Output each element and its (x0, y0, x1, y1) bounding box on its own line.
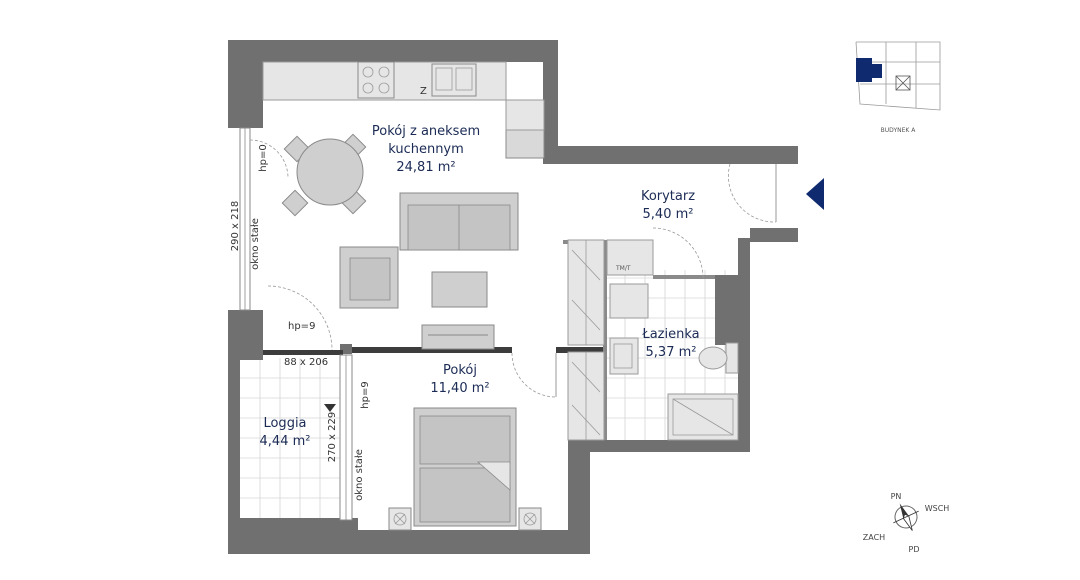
bed (413, 407, 517, 527)
bathroom-cabinet (609, 283, 649, 319)
window-living-left (239, 127, 251, 311)
window-left-type: okno stałe (250, 218, 261, 270)
room-living-name-line1: Pokój z aneksem (372, 124, 480, 139)
room-loggia-name: Loggia (263, 416, 306, 431)
stair-core-icon (895, 75, 911, 91)
sofa (399, 192, 519, 251)
window-bedroom-hp: hp=9 (360, 381, 371, 408)
entrance-door (728, 163, 777, 223)
loggia-floor-tiles (240, 358, 340, 518)
washbasin-icon (609, 337, 639, 375)
compass-south: PD (909, 545, 920, 554)
room-living-name-line2: kuchennym (388, 142, 464, 157)
coffee-table (431, 271, 488, 308)
armchair (339, 246, 399, 309)
apartment-location-highlight (856, 58, 872, 82)
left-window-swing (249, 139, 289, 179)
room-corridor-name: Korytarz (641, 189, 695, 204)
walls (228, 40, 798, 554)
svg-text:TM/T: TM/T (615, 265, 631, 272)
bedroom-door (511, 352, 557, 398)
cooktop-icon (357, 61, 395, 99)
room-loggia-area: 4,44 m² (260, 434, 311, 449)
dining-table (281, 133, 367, 217)
window-bedroom-size: 270 x 229 (327, 412, 338, 462)
key-plan-building-label: BUDYNEK A (881, 127, 917, 134)
room-bedroom-area: 11,40 m² (430, 381, 489, 396)
key-plan: BUDYNEK A (855, 41, 941, 134)
compass-rose-icon (893, 503, 919, 531)
toilet-icon (698, 342, 739, 374)
kitchen-counter: Z (262, 61, 545, 131)
loggia-door-hp: hp=9 (288, 321, 315, 332)
triangle-entrance-icon (806, 178, 824, 210)
nightstand-right-icon (518, 507, 542, 531)
wardrobe-bedroom (567, 351, 605, 441)
fridge-mark: Z (420, 86, 427, 97)
bathroom-door (652, 227, 704, 279)
window-left-size: 290 x 218 (230, 201, 241, 251)
sink-icon (431, 63, 477, 97)
loggia-door (267, 285, 333, 351)
washing-machine-area: TM/T (606, 239, 654, 276)
room-bathroom-name: Łazienka (641, 327, 699, 342)
compass-north: PN (891, 492, 902, 501)
nightstand-left-icon (388, 507, 412, 531)
window-bedroom-type: okno stałe (354, 449, 365, 501)
room-corridor-area: 5,40 m² (643, 207, 694, 222)
window-left-hp: hp=0 (258, 144, 269, 171)
room-living-area: 24,81 m² (396, 160, 455, 175)
compass-east: WSCH (925, 504, 950, 513)
wardrobe-corridor (567, 239, 605, 346)
room-bedroom-name: Pokój (443, 363, 477, 378)
window-bedroom (339, 354, 353, 521)
loggia-door-size: 88 x 206 (284, 357, 328, 368)
room-bathroom-area: 5,37 m² (646, 345, 697, 360)
arrow-down-icon (324, 404, 336, 412)
compass-west: ZACH (863, 533, 885, 542)
tv-unit (421, 324, 495, 350)
shower-tray-icon (667, 393, 739, 441)
